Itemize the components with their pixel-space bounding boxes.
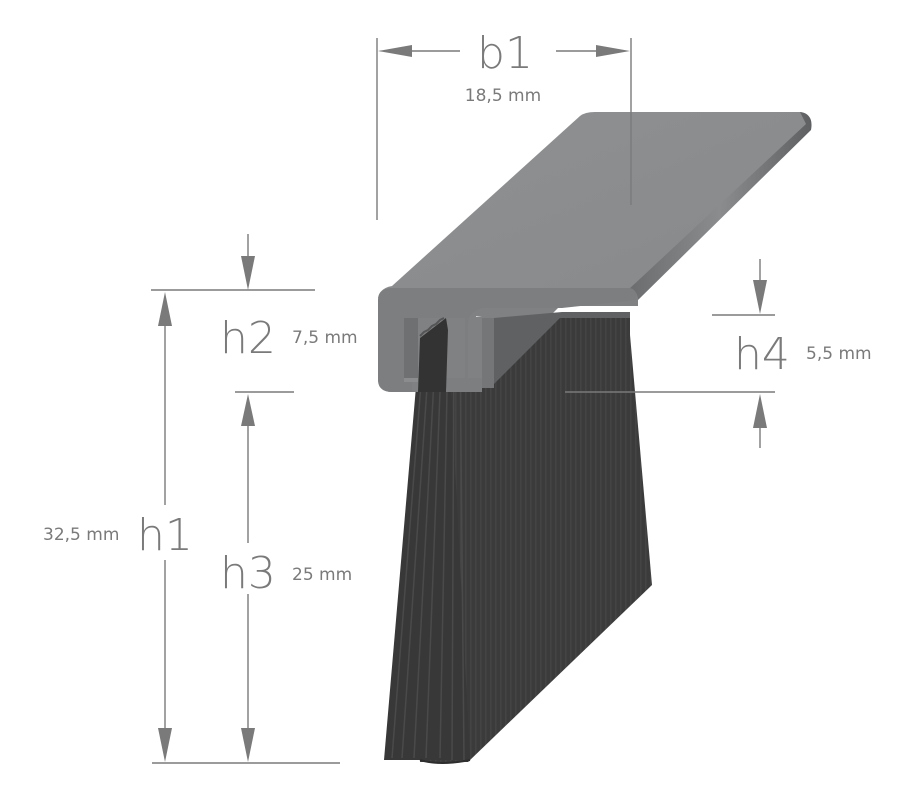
arrow-down-icon [241, 256, 255, 290]
h2-value: 7,5 mm [292, 328, 358, 348]
holder-profile [378, 112, 812, 392]
brush-bristles [384, 312, 652, 764]
h4-value: 5,5 mm [806, 344, 872, 364]
dimension-h3: h3 25 mm [220, 394, 352, 762]
b1-value: 18,5 mm [465, 86, 541, 106]
arrow-right-icon [596, 45, 630, 57]
h2-label: h2 [220, 313, 276, 364]
arrow-left-icon [378, 45, 412, 57]
arrow-down-icon [241, 728, 255, 762]
arrow-up-icon [241, 394, 255, 426]
b1-label: b1 [477, 28, 533, 79]
h4-label: h4 [734, 329, 790, 380]
h1-label: h1 [137, 510, 193, 561]
arrow-down-icon [753, 280, 767, 314]
dimension-b1: b1 18,5 mm [376, 28, 632, 220]
h1-value: 32,5 mm [43, 525, 119, 545]
dimension-h4: h4 5,5 mm [565, 259, 872, 448]
h3-value: 25 mm [292, 565, 352, 585]
dimension-h2: h2 7,5 mm [151, 234, 358, 393]
h3-label: h3 [220, 548, 276, 599]
arrow-up-icon [158, 292, 172, 326]
arrow-up-icon [753, 394, 767, 428]
dimension-h1: h1 32,5 mm [43, 292, 340, 764]
arrow-down-icon [158, 728, 172, 762]
